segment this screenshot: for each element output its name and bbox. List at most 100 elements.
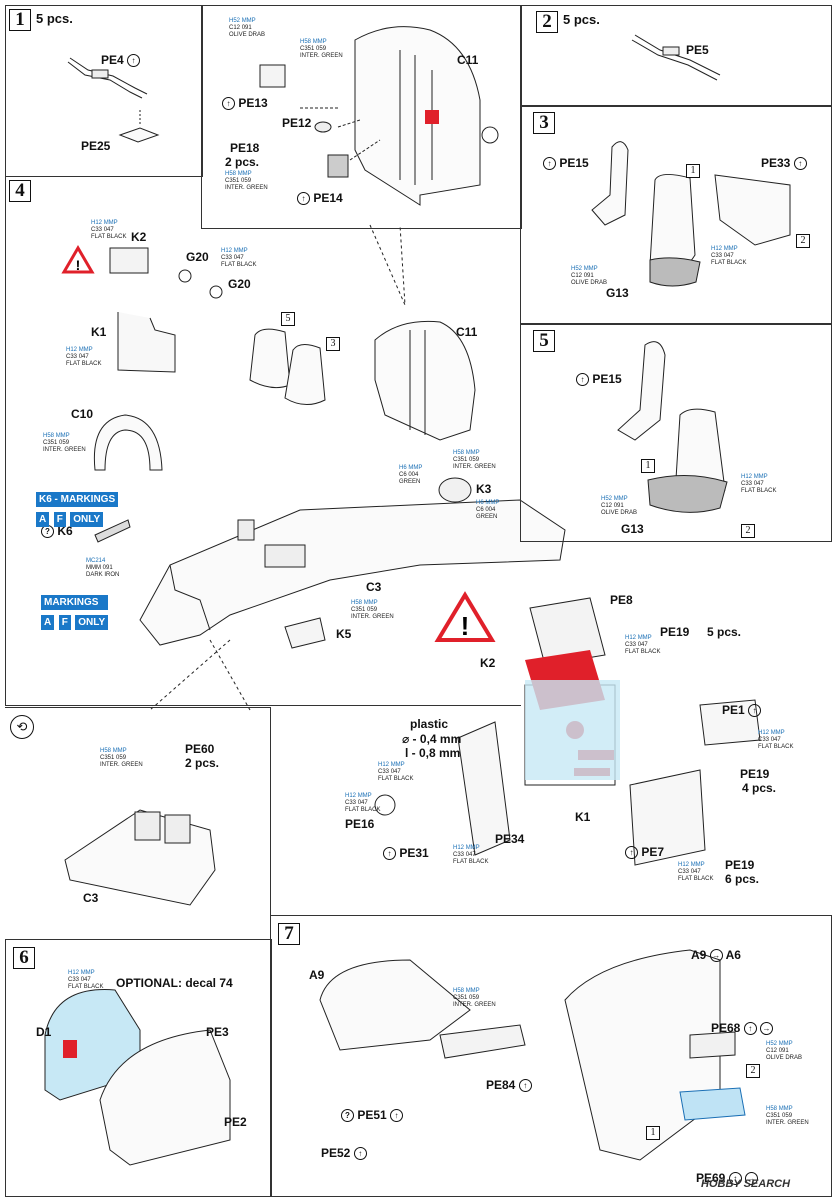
- label-pe1: PE1 ↑: [722, 703, 762, 718]
- label-pe13: ↑ PE13: [222, 96, 268, 111]
- label-pe8: PE8: [610, 593, 633, 607]
- label-pe68: PE68 ↑ →: [711, 1021, 774, 1036]
- label-a9: A9: [309, 968, 325, 982]
- label-k2-s4: K2: [131, 230, 147, 244]
- rotate-icon: ⟲: [10, 715, 34, 739]
- label-pe4: PE4 ↑: [101, 53, 141, 68]
- ref-box-3-s4: 3: [326, 337, 340, 351]
- label-c11-s4: C11: [456, 325, 478, 339]
- label-pe15-s5: ↑ PE15: [576, 372, 622, 387]
- marking-a: A: [41, 615, 55, 630]
- label-diameter: ⌀ - 0,4 mm: [402, 732, 462, 746]
- markings-note: MARKINGS A F ONLY: [41, 595, 109, 630]
- label-pe19-b: PE19: [740, 767, 770, 781]
- label-pe60-qty: 2 pcs.: [185, 756, 220, 770]
- label-d1: D1: [36, 1025, 52, 1039]
- label-k5: K5: [336, 627, 352, 641]
- label-k2-detail: K2: [480, 656, 496, 670]
- label-pe19-a-qty: 5 pcs.: [707, 625, 742, 639]
- label-pe18-qty: 2 pcs.: [225, 155, 260, 169]
- k6-markings-title: K6 - MARKINGS: [36, 492, 119, 507]
- label-pe25: PE25: [81, 139, 111, 153]
- k6-marking-f: F: [53, 512, 66, 527]
- ref-box-2-s7: 2: [746, 1064, 760, 1078]
- label-pe69: PE69 ↑ →: [696, 1171, 759, 1186]
- label-pe19-c-qty: 6 pcs.: [725, 872, 760, 886]
- label-pe16: PE16: [345, 817, 375, 831]
- label-pe60: PE60: [185, 742, 215, 756]
- markings-title: MARKINGS: [41, 595, 109, 610]
- label-pe14: ↑ PE14: [297, 191, 343, 206]
- step-4-panel: 4 K2 G20 G20 K1 C10 C11 K3 ? K6 C3 K5 5 …: [5, 175, 521, 706]
- step-1-number: 1: [9, 9, 31, 31]
- label-pe34: PE34: [495, 832, 525, 846]
- label-g20-a: G20: [186, 250, 209, 264]
- step-1-qty: 5 pcs.: [36, 11, 73, 26]
- label-a9-a6: A9 → A6: [691, 948, 741, 963]
- label-c3-s4: C3: [366, 580, 382, 594]
- watermark: HOBBY SEARCH: [701, 1178, 791, 1190]
- ref-box-2-s5: 2: [741, 524, 755, 538]
- label-k1-s4: K1: [91, 325, 107, 339]
- label-pe5: PE5: [686, 43, 709, 57]
- step-7-number: 7: [278, 923, 300, 945]
- label-pe3: PE3: [206, 1025, 229, 1039]
- k6-markings-note: K6 - MARKINGS A F ONLY: [36, 492, 119, 527]
- ref-box-2-s3: 2: [796, 234, 810, 248]
- k6-marking-a: A: [36, 512, 50, 527]
- label-pe19-c: PE19: [725, 858, 755, 872]
- step-2-number: 2: [536, 11, 558, 33]
- ref-box-5-s4: 5: [281, 312, 295, 326]
- label-pe52: PE52 ↑: [321, 1146, 367, 1161]
- label-optional-decal: OPTIONAL: decal 74: [116, 976, 233, 990]
- label-c11-top: C11: [457, 53, 479, 67]
- marking-f: F: [58, 615, 71, 630]
- label-plastic: plastic: [410, 717, 449, 731]
- label-pe12: PE12: [282, 116, 312, 130]
- svg-text:!: !: [461, 611, 470, 641]
- label-pe2: PE2: [224, 1115, 247, 1129]
- ref-box-1-s3: 1: [686, 164, 700, 178]
- label-pe19-b-qty: 4 pcs.: [742, 781, 777, 795]
- label-pe7: ↑ PE7: [625, 845, 664, 860]
- label-pe18: PE18: [230, 141, 260, 155]
- red-part-marker: [425, 110, 439, 124]
- markings-only: ONLY: [75, 615, 109, 630]
- label-g13-s5: G13: [621, 522, 644, 536]
- step-7-panel: 7 A9 A9 → A6 PE84 ↑ ? PE51 ↑ PE52 ↑ PE68…: [270, 915, 832, 1197]
- label-length: l - 0,8 mm: [405, 746, 461, 760]
- k6-only: ONLY: [70, 512, 104, 527]
- step-5-number: 5: [533, 330, 555, 352]
- top-detail-panel: C11 ↑ PE13 PE12 PE18 2 pcs. ↑ PE14 H52 M…: [201, 5, 522, 229]
- label-g20-b: G20: [228, 277, 251, 291]
- label-pe19-a: PE19: [660, 625, 690, 639]
- label-pe31: ↑ PE31: [383, 846, 429, 861]
